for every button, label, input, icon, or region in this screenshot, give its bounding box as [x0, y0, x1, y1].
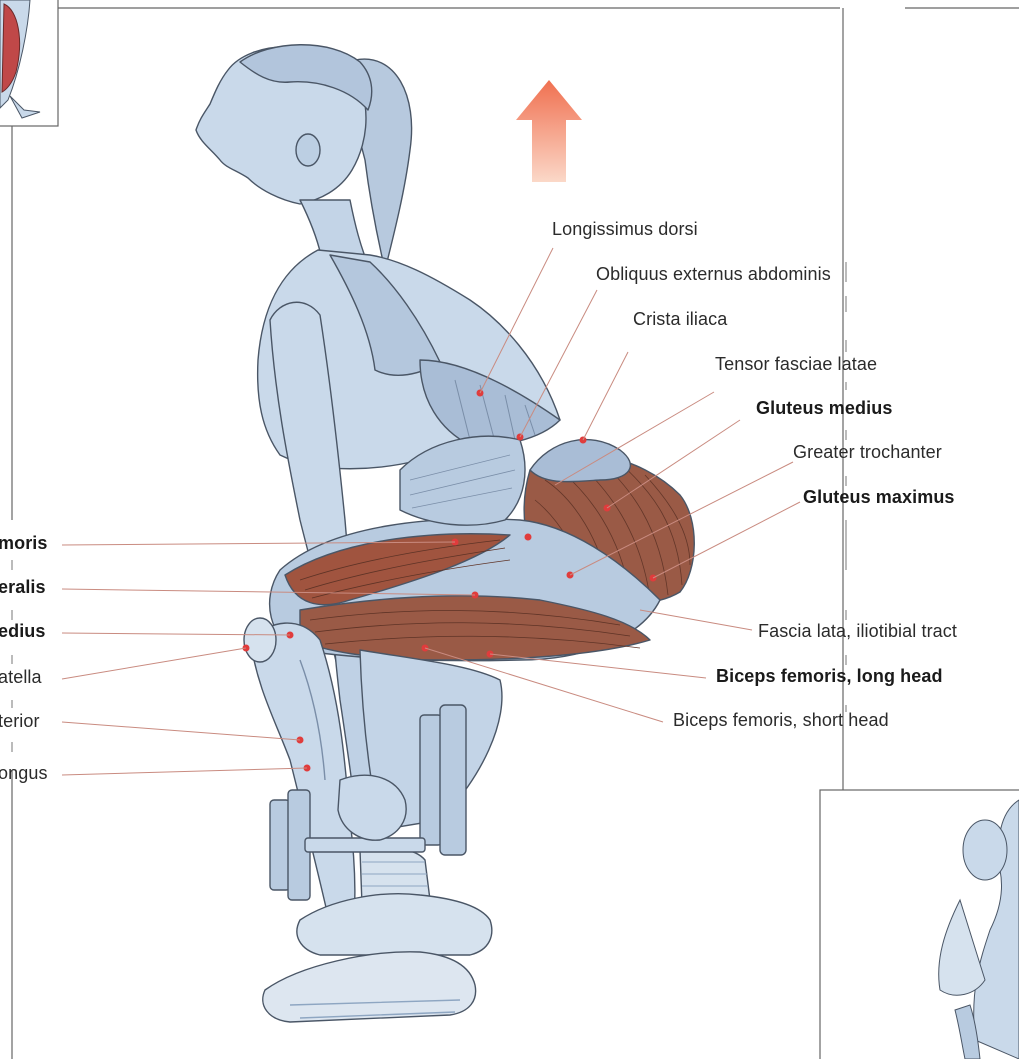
- label-patella-cropped: atella: [0, 667, 42, 688]
- label-longissimus-dorsi: Longissimus dorsi: [552, 219, 698, 240]
- label-crista-iliaca: Crista iliaca: [633, 309, 727, 330]
- label-fascia-lata-iliotibial-tract: Fascia lata, iliotibial tract: [758, 621, 957, 642]
- label-tensor-fasciae-latae: Tensor fasciae latae: [715, 354, 877, 375]
- label-gluteus-medius: Gluteus medius: [756, 398, 892, 419]
- label-gluteus-maximus: Gluteus maximus: [803, 487, 955, 508]
- label-rectus-femoris-cropped: moris: [0, 533, 48, 554]
- label-vastus-lateralis-cropped: eralis: [0, 577, 46, 598]
- thumbnail-bottom-right-figure: [939, 800, 1019, 1059]
- label-tibialis-anterior-cropped: terior: [0, 711, 40, 732]
- gluteus-medius: [530, 440, 630, 482]
- label-peroneus-longus-cropped: ongus: [0, 763, 48, 784]
- thumbnail-top-left-figure: [0, 0, 40, 118]
- marker-tensor: [525, 534, 532, 541]
- label-biceps-femoris-short-head: Biceps femoris, short head: [673, 710, 889, 731]
- label-vastus-medius-cropped: edius: [0, 621, 46, 642]
- label-obliquus-externus-abdominis: Obliquus externus abdominis: [596, 264, 831, 285]
- label-biceps-femoris-long-head: Biceps femoris, long head: [716, 666, 943, 687]
- label-greater-trochanter: Greater trochanter: [793, 442, 942, 463]
- patella: [244, 618, 276, 662]
